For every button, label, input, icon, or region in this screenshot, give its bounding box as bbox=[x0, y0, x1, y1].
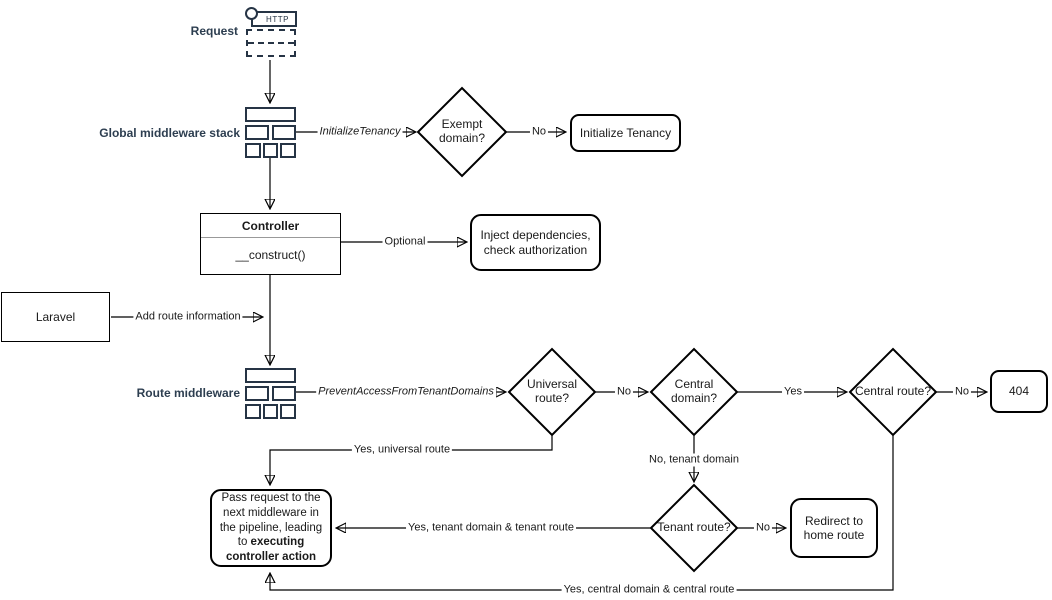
edge-universal-route-to-pass-request bbox=[270, 435, 553, 484]
request-icon-circle bbox=[245, 7, 258, 20]
edge-label-central-route-yes: Yes, central domain & central route bbox=[561, 583, 737, 597]
controller-node: Controller __construct() bbox=[200, 213, 341, 275]
edge-label-central-route-no: No bbox=[952, 385, 972, 399]
exempt-domain-label: Exempt domain? bbox=[438, 117, 486, 145]
redirect-home-node: Redirect to home route bbox=[790, 498, 878, 558]
tenant-route-label: Tenant route? bbox=[657, 520, 731, 535]
stack-row-bottom bbox=[245, 404, 296, 419]
initialize-tenancy-node: Initialize Tenancy bbox=[570, 114, 681, 152]
request-icon-body bbox=[246, 29, 296, 57]
stack-row-middle bbox=[245, 386, 296, 401]
exempt-domain-diamond bbox=[416, 86, 508, 178]
stack-box bbox=[245, 386, 269, 401]
pass-request-text-normal: Pass request to the next middleware in t… bbox=[219, 491, 323, 549]
central-domain-diamond bbox=[649, 347, 739, 437]
edge-label-universal-no: No bbox=[614, 385, 634, 399]
universal-route-diamond bbox=[507, 347, 597, 437]
stack-box bbox=[280, 404, 296, 419]
stack-box bbox=[263, 404, 278, 419]
controller-constructor: __construct() bbox=[235, 248, 306, 262]
stack-box bbox=[245, 404, 261, 419]
edge-label-initialize-tenancy: InitializeTenancy bbox=[317, 125, 403, 139]
controller-title: Controller bbox=[201, 214, 340, 238]
route-middleware-label: Route middleware bbox=[136, 386, 240, 400]
central-route-label: Central route? bbox=[854, 384, 932, 399]
edge-label-optional: Optional bbox=[382, 235, 428, 249]
pass-request-text: Pass request to the next middleware in t… bbox=[214, 491, 328, 566]
edge-label-add-route-information: Add route information bbox=[133, 310, 243, 324]
stack-box bbox=[272, 125, 296, 140]
stack-row-middle bbox=[245, 125, 296, 140]
edge-label-exempt-no: No bbox=[529, 125, 549, 139]
edge-label-tenant-yes: Yes, tenant domain & tenant route bbox=[406, 521, 576, 535]
edge-label-prevent-access: PreventAccessFromTenantDomains bbox=[316, 385, 496, 399]
central-domain-label: Central domain? bbox=[670, 377, 718, 405]
stack-box bbox=[272, 386, 296, 401]
stack-box bbox=[245, 107, 296, 122]
stack-row-top bbox=[245, 107, 296, 122]
edge-label-central-domain-yes: Yes bbox=[782, 385, 804, 399]
stack-box bbox=[245, 125, 269, 140]
universal-route-label: Universal route? bbox=[526, 377, 577, 405]
stack-box bbox=[280, 143, 296, 158]
request-label: Request bbox=[190, 24, 238, 38]
inject-dependencies-node: Inject dependencies, check authorization bbox=[470, 214, 601, 271]
stack-box bbox=[263, 143, 278, 158]
stack-row-top bbox=[245, 368, 296, 383]
stack-box bbox=[245, 143, 261, 158]
edge-label-no-tenant-domain: No, tenant domain bbox=[647, 453, 741, 467]
edge-label-tenant-no: No bbox=[753, 521, 773, 535]
stack-row-bottom bbox=[245, 143, 296, 158]
edge-label-universal-yes: Yes, universal route bbox=[351, 443, 453, 457]
error-404-node: 404 bbox=[990, 370, 1048, 413]
tenant-route-diamond bbox=[649, 483, 739, 573]
request-icon-divider bbox=[248, 42, 294, 44]
middleware-stack-icon bbox=[245, 368, 296, 419]
request-icon-http-label: HTTP bbox=[251, 11, 297, 27]
http-request-icon: HTTP bbox=[245, 7, 297, 57]
middleware-stack-icon bbox=[245, 107, 296, 158]
pass-request-text-bold: executing controller action bbox=[225, 536, 317, 564]
global-middleware-stack-label: Global middleware stack bbox=[99, 126, 240, 140]
pass-request-node: Pass request to the next middleware in t… bbox=[210, 489, 332, 567]
central-route-diamond bbox=[848, 347, 938, 437]
stack-box bbox=[245, 368, 296, 383]
laravel-node: Laravel bbox=[1, 292, 110, 342]
